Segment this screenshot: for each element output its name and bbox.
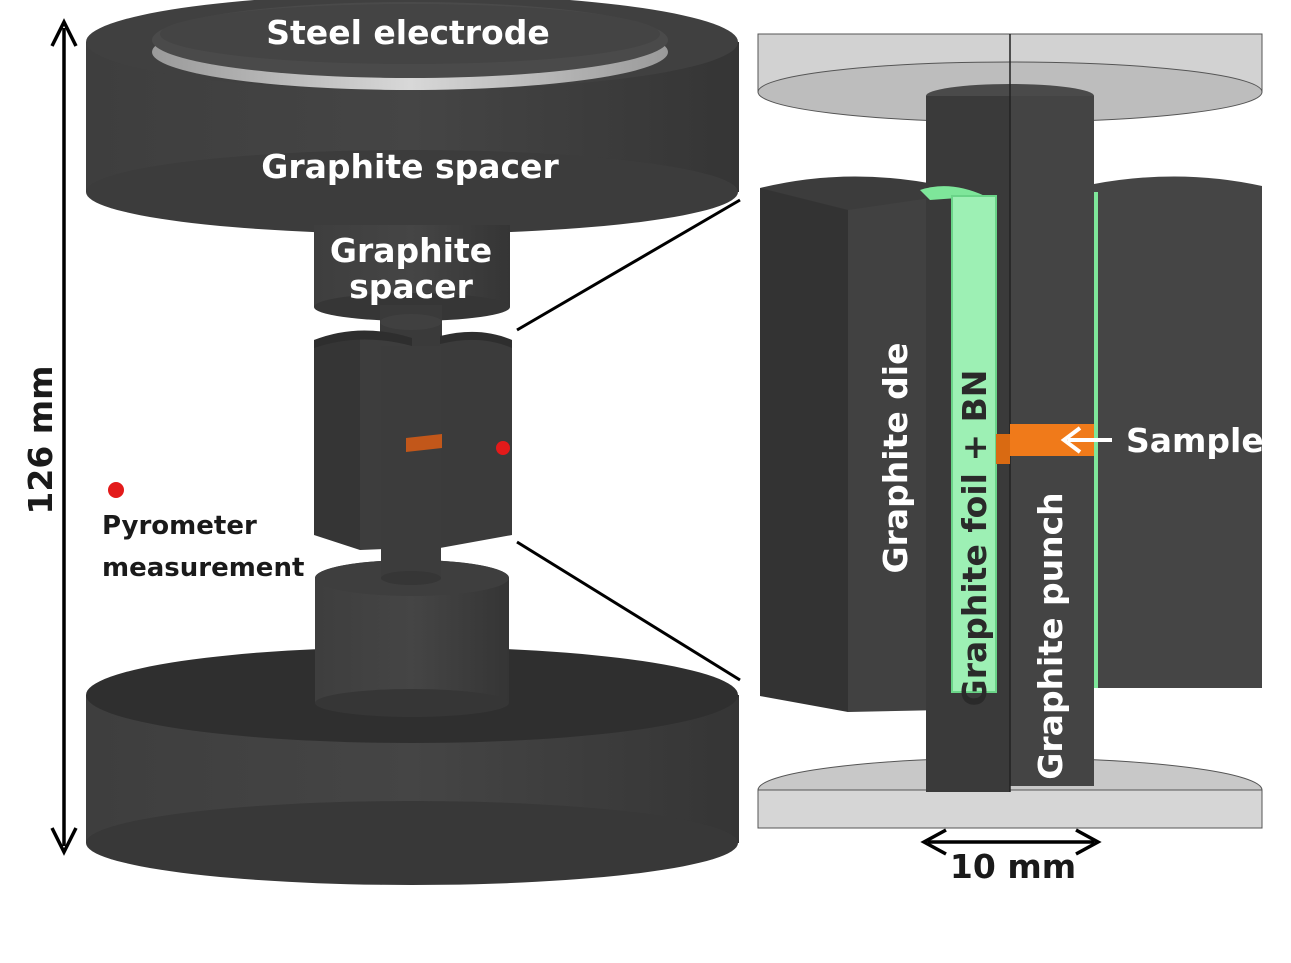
steel-electrode-label: Steel electrode (266, 13, 549, 52)
pyrometer-legend-dot (108, 482, 124, 498)
graphite-punch-label: Graphite punch (1031, 492, 1070, 779)
graphite-foil-bn-label: Graphite foil + BN (955, 370, 994, 707)
zoom-foil-strip (920, 186, 997, 693)
graphite-die-label: Graphite die (876, 342, 915, 573)
pyrometer-dot-on-die (496, 441, 510, 455)
height-dimension-label: 126 mm (21, 365, 60, 514)
height-dimension-arrow (50, 18, 78, 856)
steel-electrode (152, 2, 668, 90)
zoom-die-left (760, 176, 944, 712)
sample-label: Sample (1126, 421, 1264, 460)
left-sample (406, 434, 442, 452)
width-dimension-arrow (920, 828, 1102, 856)
zoom-connector-bottom (516, 540, 741, 682)
graphite-spacer-small-label-line1: Graphite (330, 231, 492, 270)
upper-small-graphite-spacer (314, 225, 510, 321)
pyrometer-label-line2: measurement (102, 553, 304, 583)
graphite-spacer-large-label: Graphite spacer (261, 147, 559, 186)
right-zoom-view: Graphite die Graphite foil + BN Graphite… (757, 33, 1264, 829)
pyrometer-label-line1: Pyrometer (102, 511, 257, 541)
lower-small-graphite-spacer-front (315, 548, 509, 717)
left-assembly: Steel electrode Graphite spacer Graphite… (86, 0, 739, 885)
graphite-spacer-small-label-line2: spacer (349, 267, 473, 306)
zoom-connector-top (516, 198, 741, 332)
sample-arrow (1060, 426, 1112, 454)
width-dimension-label: 10 mm (950, 847, 1076, 886)
